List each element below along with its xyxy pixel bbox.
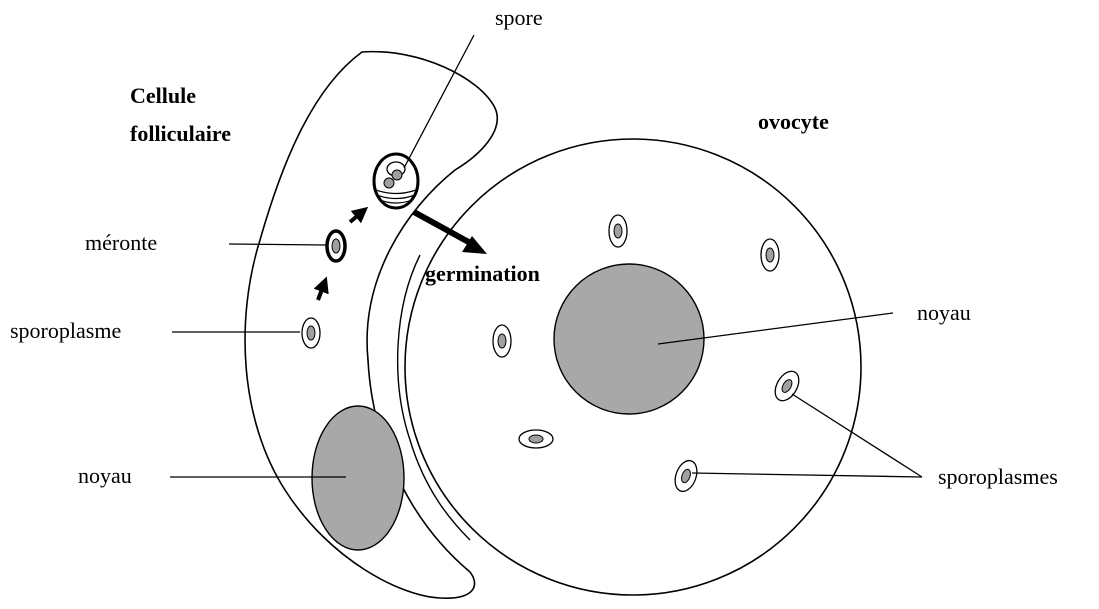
label-sporoplasmes: sporoplasmes: [938, 464, 1058, 489]
oocyte-nucleus: [554, 264, 704, 414]
sporoplasm-oocyte-1: [609, 215, 627, 247]
label-folliculaire: folliculaire: [130, 121, 231, 146]
meronte-icon: [327, 231, 345, 261]
spore-icon: [374, 154, 418, 208]
label-ovocyte: ovocyte: [758, 109, 829, 134]
sporoplasm-oocyte-5: [519, 430, 553, 448]
follicular-cell-nucleus: [312, 406, 404, 550]
label-noyau-ovocyte: noyau: [917, 300, 971, 325]
sporoplasm-oocyte-3: [493, 325, 511, 357]
sporoplasm-follicular: [302, 318, 320, 348]
label-germination: germination: [425, 261, 540, 286]
label-cellule: Cellule: [130, 83, 196, 108]
label-spore: spore: [495, 5, 543, 30]
label-noyau-cellule: noyau: [78, 463, 132, 488]
label-sporoplasme: sporoplasme: [10, 318, 121, 343]
sporoplasm-oocyte-2: [761, 239, 779, 271]
label-meronte: méronte: [85, 230, 157, 255]
